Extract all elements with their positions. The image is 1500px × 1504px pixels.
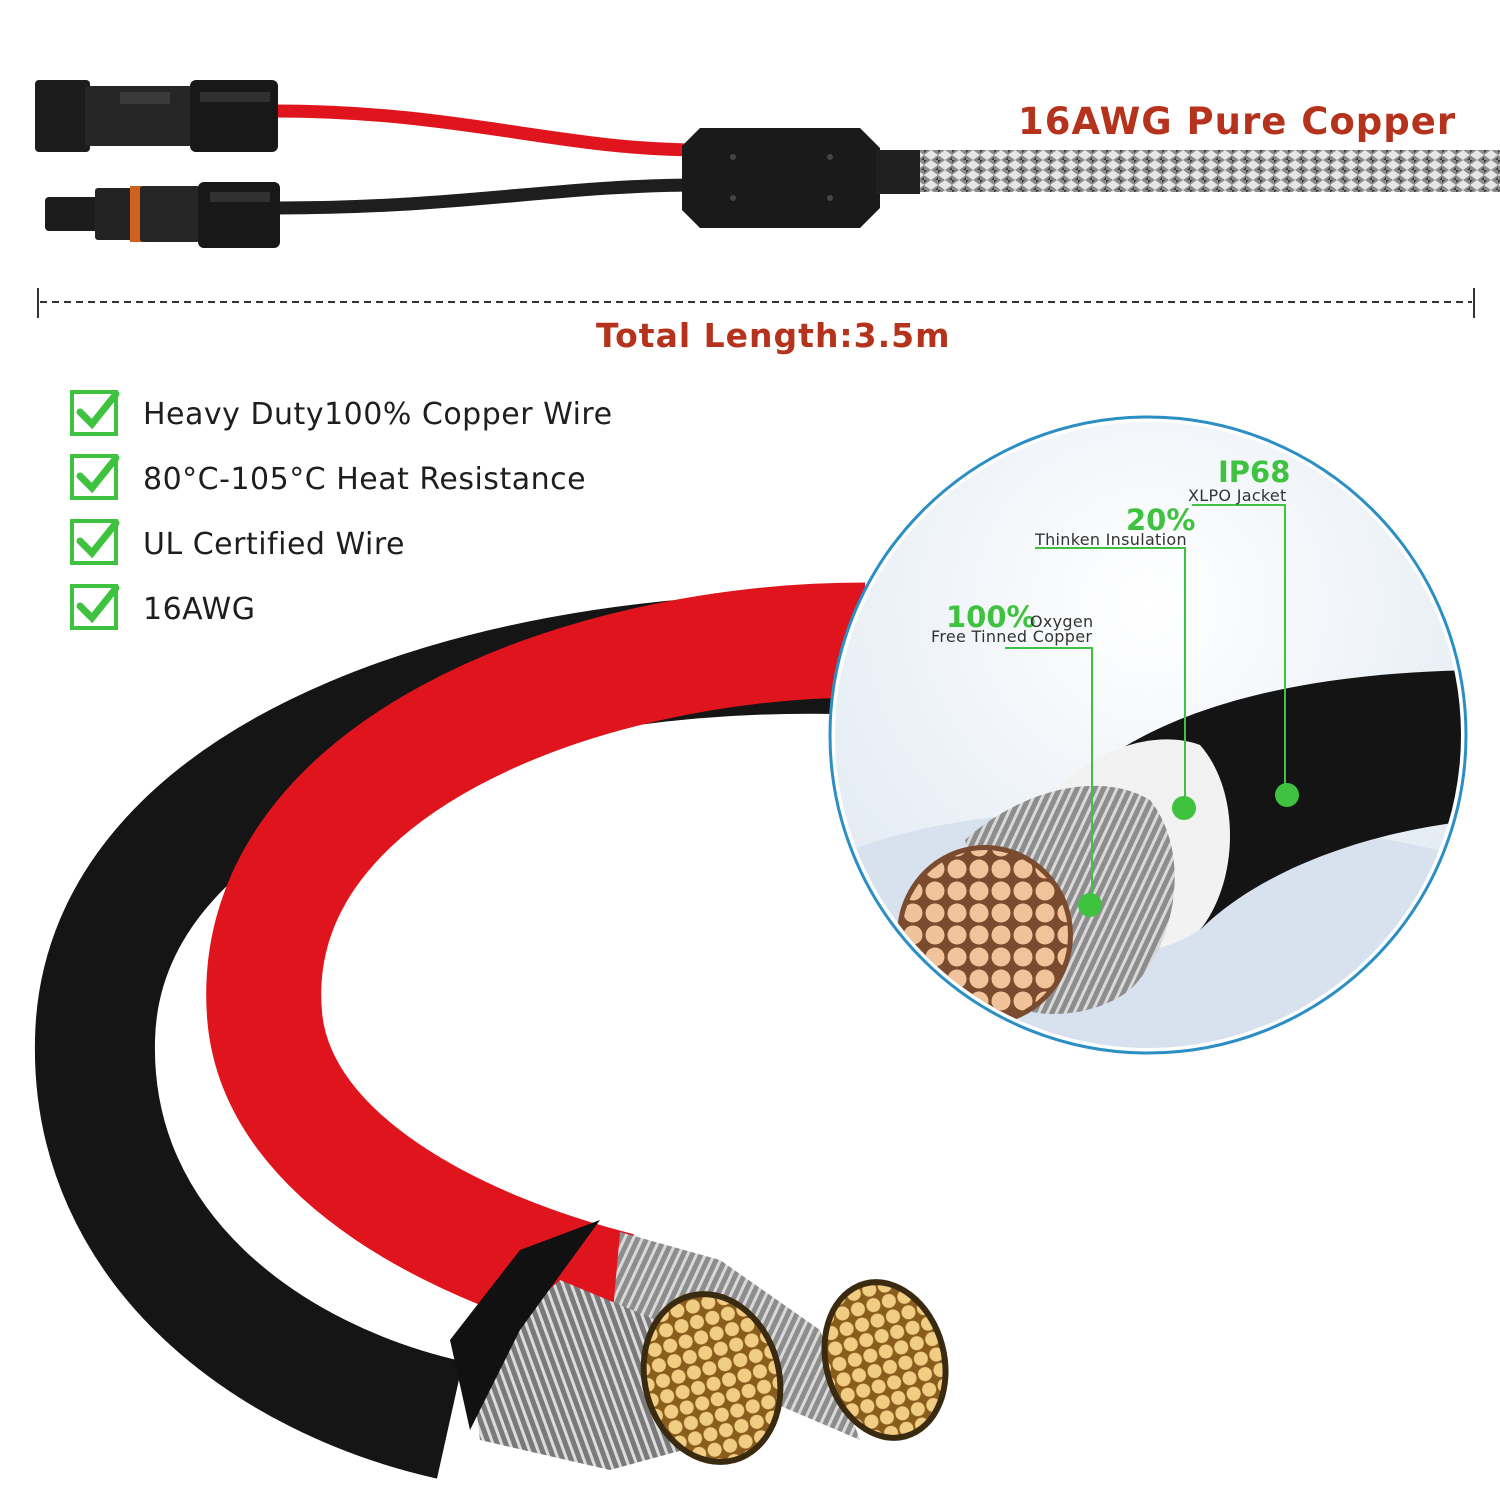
core-label-inline: Oxygen bbox=[1030, 612, 1094, 631]
core-marker bbox=[1078, 893, 1102, 917]
feature-item: Heavy Duty100% Copper Wire bbox=[70, 390, 613, 438]
length-dimension-line bbox=[37, 288, 1475, 318]
jacket-rating: IP68 bbox=[1218, 455, 1291, 489]
y-branch-cable bbox=[35, 80, 1500, 248]
feature-item: 16AWG bbox=[70, 585, 255, 633]
jacket-label: XLPO Jacket bbox=[1188, 486, 1287, 505]
red-wire bbox=[274, 104, 701, 157]
check-icons bbox=[70, 390, 120, 630]
feature-text: UL Certified Wire bbox=[143, 526, 405, 562]
check-icon bbox=[70, 390, 120, 436]
black-conductor-face bbox=[640, 1291, 784, 1465]
branch-junction bbox=[682, 128, 880, 228]
mc4-male-connector bbox=[45, 182, 280, 248]
feature-text: 16AWG bbox=[143, 591, 256, 627]
core-label: Free Tinned Copper bbox=[931, 627, 1093, 646]
feature-text: 80°C-105°C Heat Resistance bbox=[143, 461, 587, 497]
check-icon bbox=[70, 584, 120, 630]
red-conductor-face bbox=[821, 1279, 949, 1441]
braided-sleeve bbox=[905, 150, 1500, 192]
copper-core-face bbox=[902, 850, 1068, 1020]
red-cable bbox=[206, 582, 866, 1346]
feature-text: Heavy Duty100% Copper Wire bbox=[143, 396, 613, 432]
feature-item: UL Certified Wire bbox=[70, 520, 405, 568]
zoom-circle-border bbox=[828, 415, 1468, 1055]
bent-cables bbox=[34, 582, 949, 1479]
black-wire bbox=[277, 178, 701, 215]
core-rating: 100% bbox=[946, 600, 1036, 634]
jacket-marker bbox=[1275, 783, 1299, 807]
product-title: 16AWG Pure Copper bbox=[1018, 100, 1457, 143]
mc4-female-connector bbox=[35, 80, 278, 152]
feature-item: 80°C-105°C Heat Resistance bbox=[70, 455, 586, 503]
check-icon bbox=[70, 519, 120, 565]
insulation-rating: 20% bbox=[1126, 503, 1196, 537]
insulation-label: Thinken Insulation bbox=[1035, 530, 1187, 549]
check-icon bbox=[70, 454, 120, 500]
total-length-label: Total Length:3.5m bbox=[596, 316, 951, 355]
insulation-marker bbox=[1172, 796, 1196, 820]
cross-section-zoom bbox=[828, 415, 1468, 1055]
